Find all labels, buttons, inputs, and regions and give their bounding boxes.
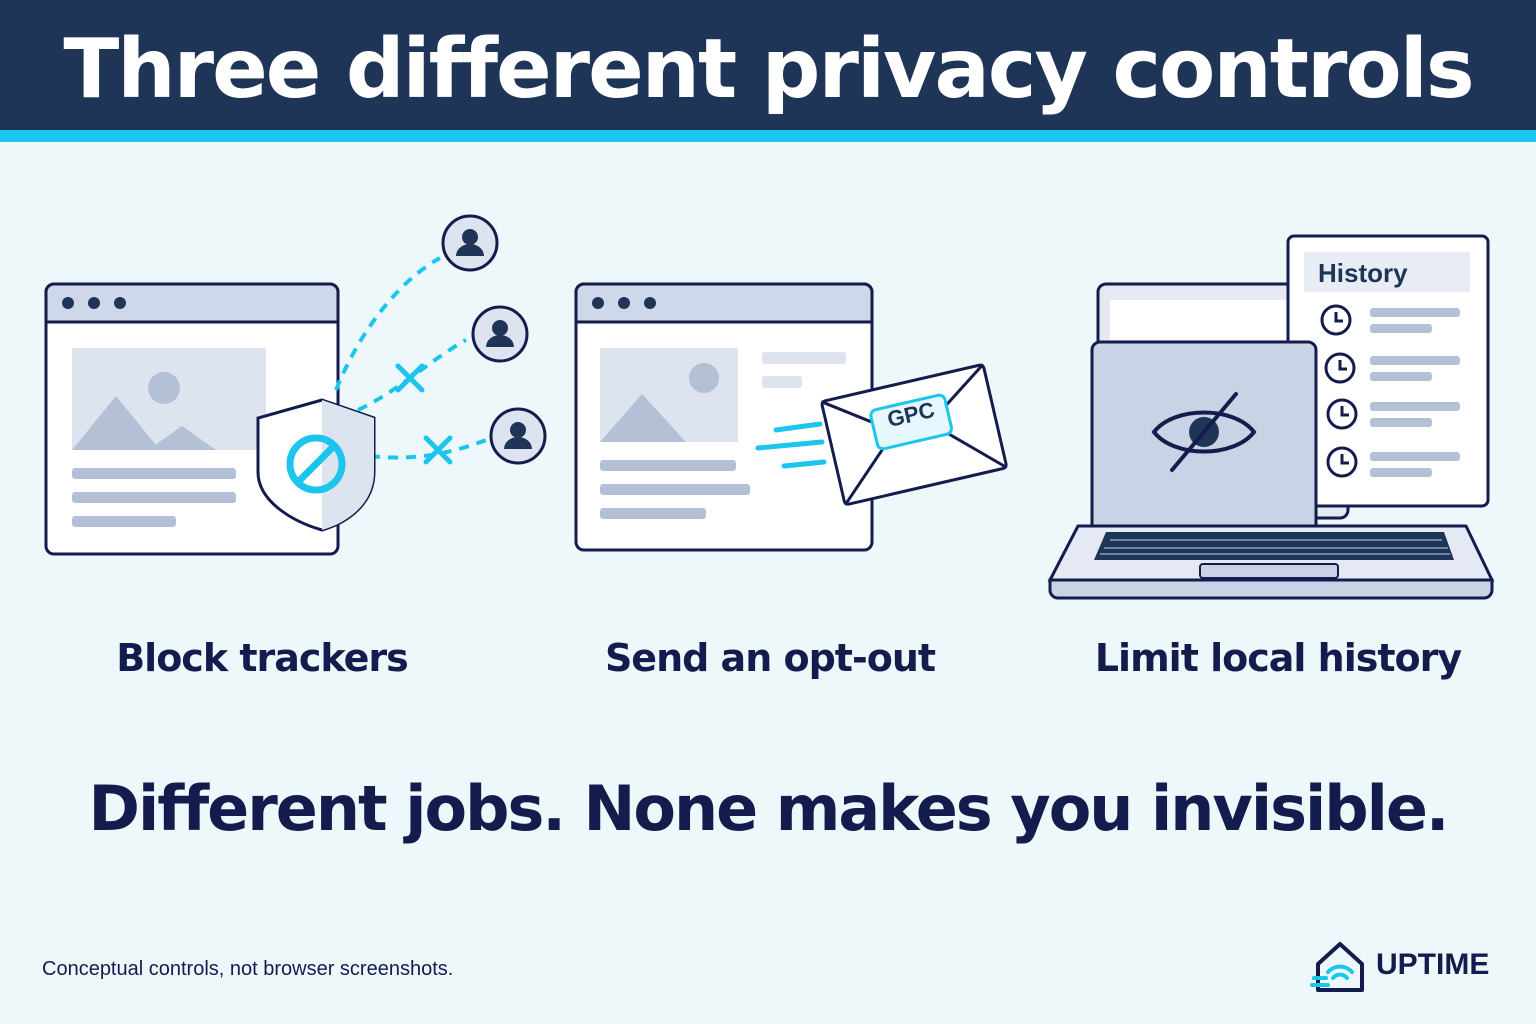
caption-send-opt-out: Send an opt-out	[604, 636, 936, 680]
caption-limit-history: Limit local history	[1094, 636, 1462, 680]
user-avatar-icon	[441, 214, 499, 272]
clock-icon	[1320, 304, 1352, 336]
shield-block-icon	[256, 398, 376, 532]
tagline: Different jobs. None makes you invisible…	[88, 772, 1450, 845]
laptop-keyboard-icon	[1047, 524, 1495, 600]
limit-history-illustration	[1047, 234, 1495, 600]
user-avatar-icon	[471, 305, 529, 363]
block-trackers-illustration	[44, 214, 547, 556]
clock-icon	[1326, 446, 1358, 478]
history-panel-icon	[1286, 234, 1490, 508]
eye-off-icon	[1151, 392, 1257, 472]
header-bar	[0, 0, 1536, 130]
speed-lines	[755, 421, 827, 469]
opt-out-illustration	[574, 282, 1008, 552]
clock-icon	[1324, 352, 1356, 384]
header-accent-stripe	[0, 130, 1536, 142]
logo-text: UPTIME	[1376, 948, 1490, 981]
footnote: Conceptual controls, not browser screens…	[42, 958, 454, 980]
history-panel-title: History	[1318, 258, 1408, 288]
uptime-logo-icon	[1310, 942, 1364, 992]
user-avatar-icon	[489, 407, 547, 465]
envelope-icon	[820, 363, 1008, 506]
clock-icon	[1326, 398, 1358, 430]
tracker-lines	[334, 256, 487, 465]
page-title: Three different privacy controls	[63, 22, 1474, 117]
caption-block-trackers: Block trackers	[116, 636, 409, 680]
browser-window-icon	[574, 282, 874, 552]
